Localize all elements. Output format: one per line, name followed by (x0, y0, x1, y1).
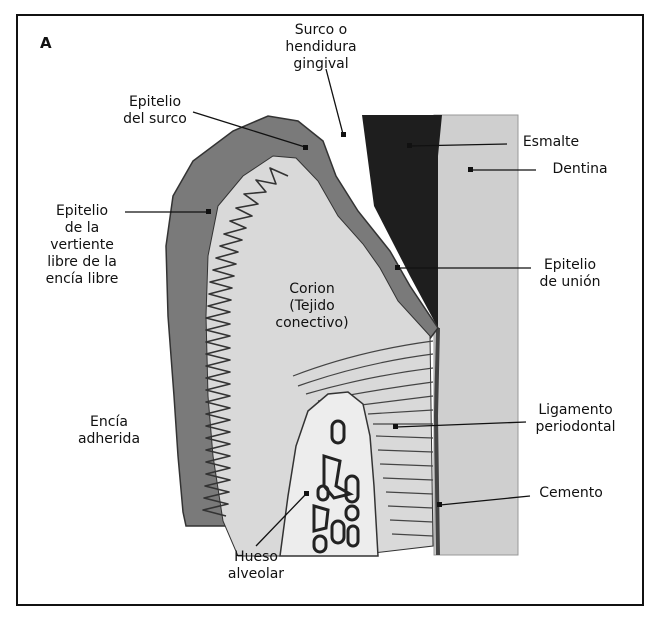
label-epitelio-union: Epitelio de unión (539, 257, 601, 290)
enamel-region (362, 115, 442, 328)
rete-pegs (202, 167, 289, 517)
label-ligamento: Ligamento periodontal (535, 402, 616, 435)
label-epitelio-vertiente: Epitelio de la vertiente libre de la enc… (45, 203, 119, 287)
panel-letter: A (40, 34, 52, 52)
label-dentina: Dentina (552, 161, 608, 177)
alveolar-bone (279, 391, 379, 557)
label-hueso: Hueso alveolar (227, 549, 285, 582)
label-epitelio-surco: Epitelio del surco (123, 94, 187, 127)
leader-lines (125, 68, 536, 547)
label-encia-adherida: Encía adherida (77, 414, 141, 447)
bone-marrow-spaces (312, 419, 360, 554)
label-cemento: Cemento (539, 485, 603, 501)
leader-points (206, 132, 473, 507)
label-corion: Corion (Tejido conectivo) (275, 281, 349, 331)
label-surco: Surco o hendidura gingival (285, 22, 357, 72)
figure-frame: A (16, 14, 644, 606)
dentin-region (433, 114, 519, 556)
label-esmalte: Esmalte (522, 134, 580, 150)
corion-region (205, 155, 434, 557)
gingiva-diagram (125, 68, 536, 557)
cementum-line (433, 327, 440, 556)
